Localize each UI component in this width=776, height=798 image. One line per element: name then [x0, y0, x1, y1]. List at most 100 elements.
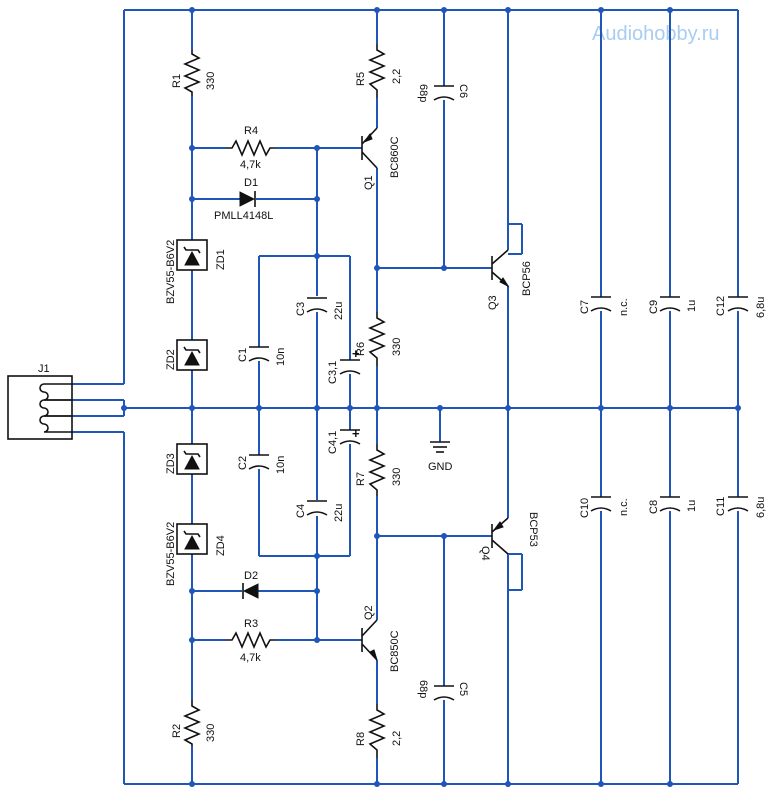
capacitor-c4-1: + C4,1	[327, 426, 361, 454]
c10-ref: C10	[579, 498, 591, 518]
capacitor-c7: C7 n.c.	[579, 296, 630, 316]
capacitor-c5: 68p C5	[417, 680, 469, 701]
transistor-q1: Q1 BC860C	[361, 127, 401, 190]
c8-value: 1u	[686, 500, 698, 512]
c11-ref: C11	[715, 497, 727, 516]
r7-value: 330	[391, 468, 403, 486]
c3-ref: C3	[295, 302, 307, 316]
capacitor-c11: C11 6,8u	[715, 496, 767, 518]
zener-zd1: ZD1 BZV55-B6V2	[165, 239, 227, 304]
c1-value: 10n	[275, 348, 287, 366]
capacitor-c10: C10 n.c.	[579, 496, 630, 518]
zd2-ref: ZD2	[165, 349, 177, 370]
c8-ref: C8	[648, 500, 660, 514]
c4-ref: C4	[295, 504, 307, 518]
c5-ref: C5	[457, 682, 469, 696]
q1-ref: Q1	[363, 175, 375, 190]
c10-value: n.c.	[618, 498, 630, 516]
r4-value: 4,7k	[240, 159, 261, 171]
resistor-r6: R6 330	[355, 312, 403, 366]
r2-value: 330	[205, 724, 217, 742]
resistor-r4: R4 4,7k	[226, 125, 276, 171]
zd4-ref: ZD4	[215, 535, 227, 556]
svg-text:+: +	[352, 426, 360, 441]
q4-ref: Q4	[479, 546, 491, 561]
c6-ref: C6	[457, 84, 469, 98]
resistor-r1: R1 330	[171, 50, 217, 96]
zd1-value: BZV55-B6V2	[165, 240, 177, 304]
connector-j1: J1	[7, 363, 73, 440]
resistor-r5: R5 2,2	[355, 44, 403, 98]
r2-ref: R2	[171, 724, 183, 738]
q3-ref: Q3	[487, 295, 499, 310]
svg-text:+: +	[352, 346, 360, 361]
watermark: Audiohobby.ru	[592, 23, 720, 45]
zener-zd4: ZD4 BZV55-B6V2	[165, 522, 227, 586]
capacitor-c4: C4 22u	[295, 500, 345, 522]
q3-value: BCP56	[521, 261, 533, 296]
q1-value: BC860C	[389, 136, 401, 178]
capacitor-c12: C12 6,8u	[715, 296, 767, 318]
wires	[72, 9, 739, 785]
capacitor-c8: C8 1u	[648, 496, 698, 514]
transistor-q4: Q4 BCP53	[479, 512, 539, 561]
c3-1-ref: C3,1	[327, 361, 339, 384]
r6-ref: R6	[355, 342, 367, 356]
resistor-r3: R3 4,7k	[226, 618, 276, 664]
capacitor-c6: 68p C6	[417, 84, 469, 102]
c12-value: 6,8u	[755, 297, 767, 318]
diode-d1: D1 PMLL4148L	[214, 177, 273, 222]
resistor-r8: R8 2,2	[355, 704, 403, 758]
c7-value: n.c.	[618, 298, 630, 316]
c2-value: 10n	[275, 456, 287, 474]
c11-value: 6,8u	[755, 497, 767, 518]
q4-value: BCP53	[527, 512, 539, 547]
c9-ref: C9	[648, 300, 660, 314]
c5-value: 68p	[417, 680, 429, 698]
capacitor-c1: C1 10n	[237, 346, 287, 366]
r1-value: 330	[205, 72, 217, 90]
ground-symbol: GND	[428, 441, 453, 473]
transistor-q2: Q2 BC850C	[361, 605, 401, 672]
q2-ref: Q2	[363, 605, 375, 620]
capacitor-c9: C9 1u	[648, 296, 698, 314]
d1-ref: D1	[244, 177, 258, 189]
resistor-r7: R7 330	[355, 444, 403, 496]
j1-ref: J1	[38, 363, 50, 375]
diode-d2: D2	[242, 570, 259, 599]
zd3-ref: ZD3	[165, 453, 177, 474]
c12-ref: C12	[715, 296, 727, 316]
c7-ref: C7	[579, 300, 591, 314]
r4-ref: R4	[244, 125, 258, 137]
capacitor-c2: C2 10n	[237, 454, 287, 474]
r7-ref: R7	[355, 472, 367, 486]
r8-ref: R8	[355, 732, 367, 746]
resistor-r2: R2 330	[171, 700, 217, 746]
zener-zd3: ZD3	[165, 443, 208, 475]
c4-1-ref: C4,1	[327, 431, 339, 454]
q2-value: BC850C	[389, 630, 401, 672]
d1-value: PMLL4148L	[214, 210, 273, 222]
c3-value: 22u	[333, 302, 345, 320]
zd1-ref: ZD1	[215, 249, 227, 270]
c2-ref: C2	[237, 456, 249, 470]
transistor-q3: Q3 BCP56	[487, 249, 533, 310]
zener-zd2: ZD2	[165, 339, 208, 371]
c4-value: 22u	[333, 504, 345, 522]
r3-ref: R3	[244, 618, 258, 630]
r1-ref: R1	[171, 74, 183, 88]
r8-value: 2,2	[391, 731, 403, 746]
junctions	[121, 7, 741, 787]
r3-value: 4,7k	[240, 652, 261, 664]
c9-value: 1u	[686, 300, 698, 312]
c6-value: 68p	[417, 84, 429, 102]
r5-ref: R5	[355, 72, 367, 86]
d2-ref: D2	[244, 570, 258, 582]
c1-ref: C1	[237, 348, 249, 362]
zd4-value: BZV55-B6V2	[165, 522, 177, 586]
capacitor-c3-1: + C3,1	[327, 346, 361, 384]
gnd-label: GND	[428, 461, 453, 473]
r5-value: 2,2	[391, 69, 403, 84]
capacitor-c3: C3 22u	[295, 297, 345, 320]
